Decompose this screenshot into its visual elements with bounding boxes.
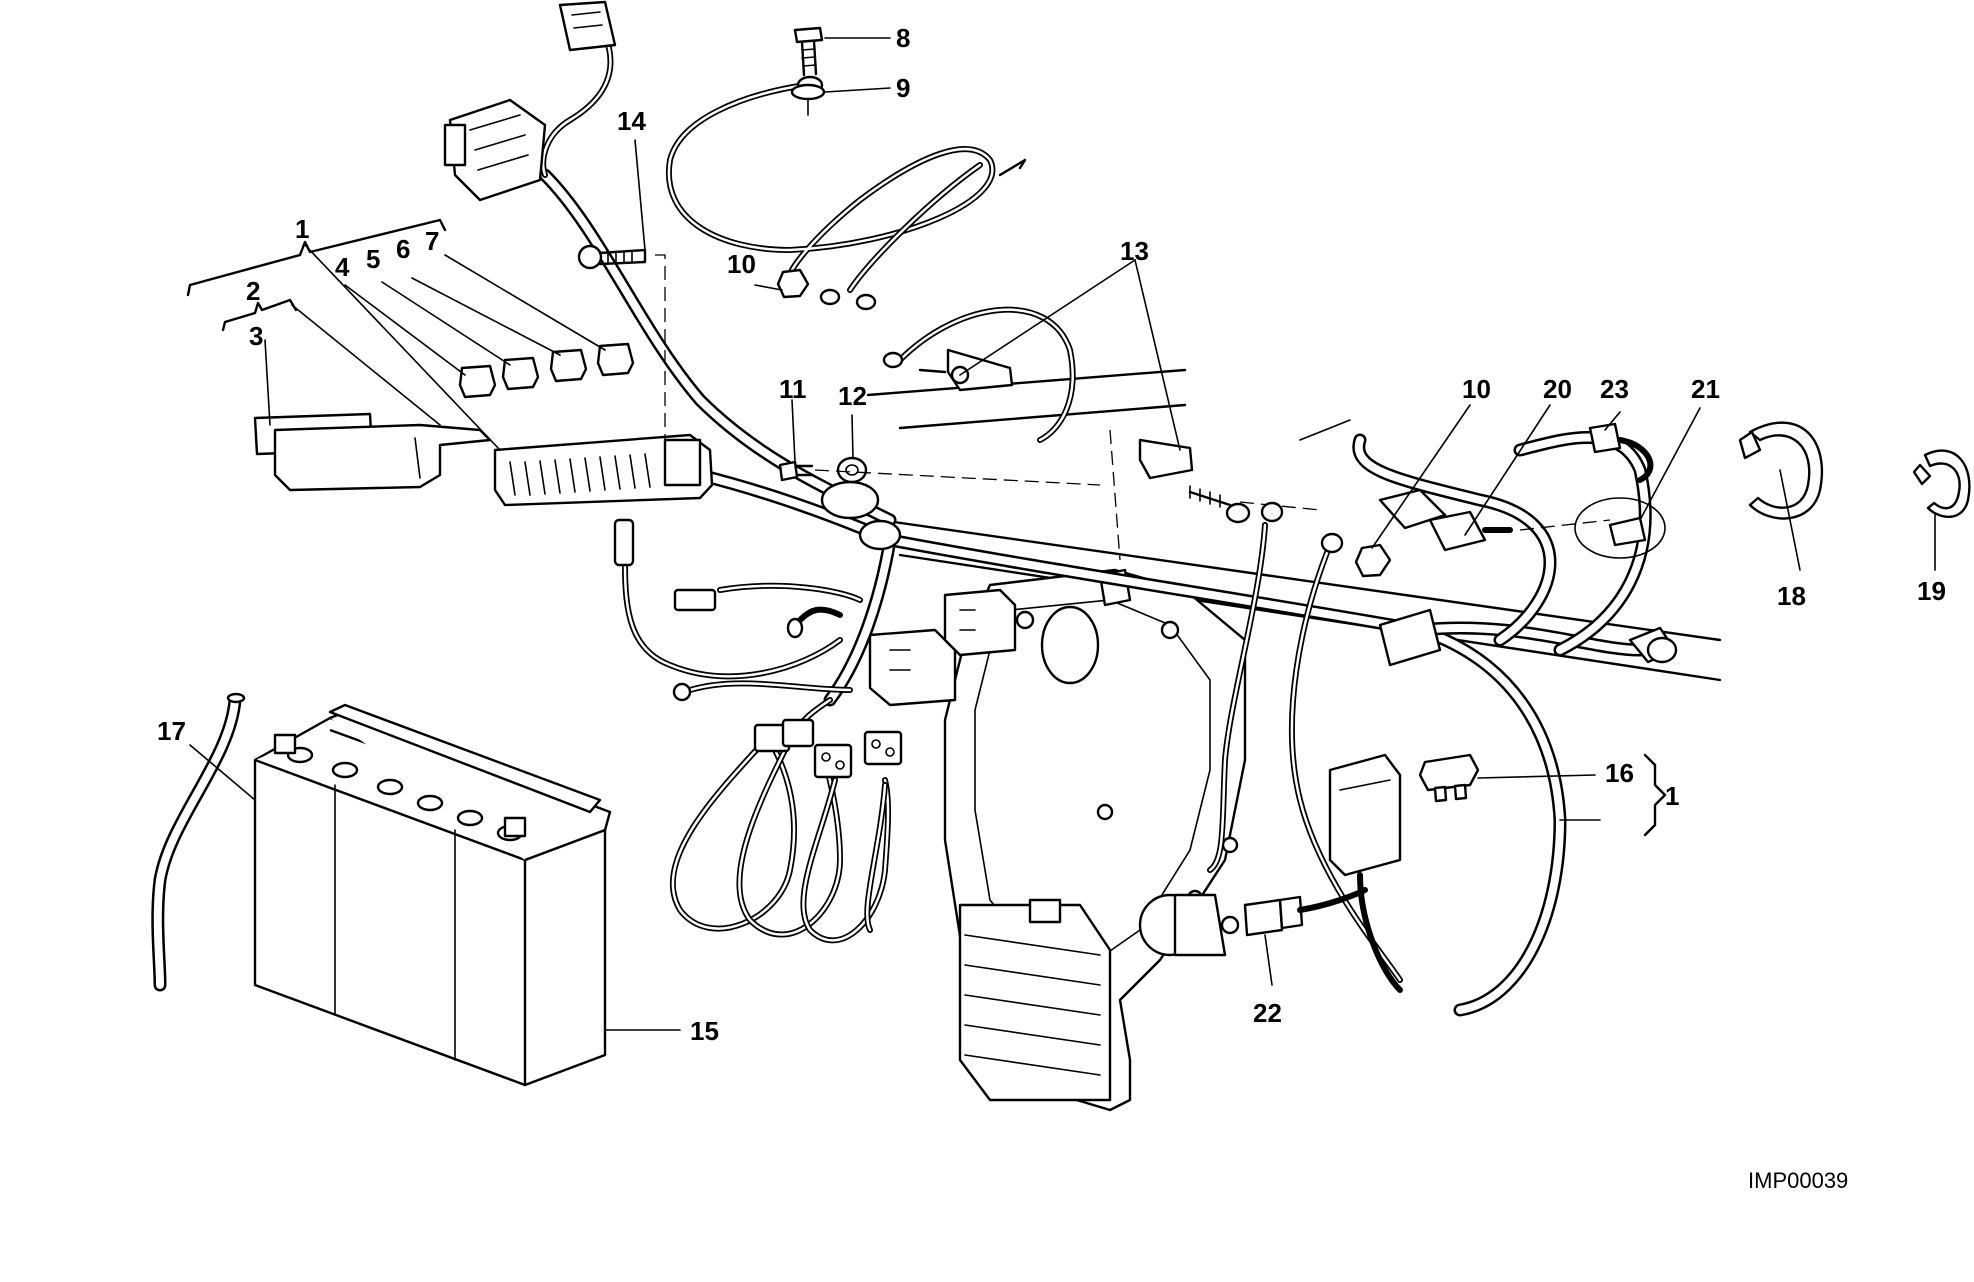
callout-23: 23 [1600, 374, 1629, 404]
fuse-box [493, 433, 714, 507]
connector-22 [1243, 887, 1368, 937]
bracket-13-right [1138, 438, 1232, 508]
main-fuse-holder [1328, 753, 1403, 993]
callout-8: 8 [896, 23, 910, 53]
fuse-box-cover [253, 412, 492, 492]
dashboard-connectors [443, 0, 617, 202]
assembly-lines [655, 254, 1611, 561]
spare-fuses [458, 342, 635, 399]
washer-9 [790, 83, 826, 116]
callout-16: 16 [1605, 758, 1634, 788]
grommet-12 [836, 456, 868, 484]
callout-22: 22 [1253, 998, 1282, 1028]
regulator-rectifier [958, 898, 1112, 1102]
battery-cables [665, 75, 1076, 443]
bolt-8 [793, 26, 824, 77]
callout-labels: 1 2 3 4 5 6 7 8 9 10 10 11 12 13 14 15 1… [157, 23, 1946, 1193]
callout-20: 20 [1543, 374, 1572, 404]
callout-10-top: 10 [727, 249, 756, 279]
callout-10-right: 10 [1462, 374, 1491, 404]
drawing-reference: IMP00039 [1748, 1168, 1848, 1193]
cable-tie-19 [1912, 449, 1971, 518]
relays [868, 588, 1017, 707]
callout-21: 21 [1691, 374, 1720, 404]
connector-20 [1378, 488, 1513, 552]
callout-11: 11 [779, 374, 807, 404]
callout-4: 4 [335, 252, 350, 282]
callout-5: 5 [366, 244, 380, 274]
battery-vent-hose [151, 692, 246, 992]
nut-10-top [776, 268, 810, 299]
cap-21 [1574, 497, 1666, 559]
callout-9: 9 [896, 73, 910, 103]
callout-13: 13 [1120, 236, 1149, 266]
bracket-13-top [918, 348, 1014, 392]
callout-15: 15 [690, 1016, 719, 1046]
callout-7: 7 [425, 226, 439, 256]
cable-tie-18 [1738, 421, 1824, 520]
callout-1-right: 1 [1665, 781, 1679, 811]
battery [253, 703, 612, 1087]
callout-19: 19 [1917, 576, 1946, 606]
callout-12: 12 [838, 381, 867, 411]
nut-10-right [1354, 543, 1392, 578]
screw-14 [577, 244, 647, 270]
callout-14: 14 [617, 106, 646, 136]
connector-23 [1588, 422, 1654, 483]
round-connector [1628, 626, 1678, 664]
callout-6: 6 [396, 234, 410, 264]
callout-3: 3 [249, 321, 263, 351]
auxiliary-wires [613, 518, 863, 702]
callout-17: 17 [157, 716, 186, 746]
main-harness [538, 168, 1652, 1017]
callout-18: 18 [1777, 581, 1806, 611]
screw-11 [778, 460, 814, 482]
leader-lines [186, 37, 1936, 1031]
fuse-16 [1418, 753, 1480, 803]
callout-1-left: 1 [295, 214, 309, 244]
multi-pin-connectors [753, 718, 903, 779]
connector-loops [669, 697, 892, 944]
callout-2: 2 [246, 276, 260, 306]
starter-solenoid [1138, 893, 1240, 957]
